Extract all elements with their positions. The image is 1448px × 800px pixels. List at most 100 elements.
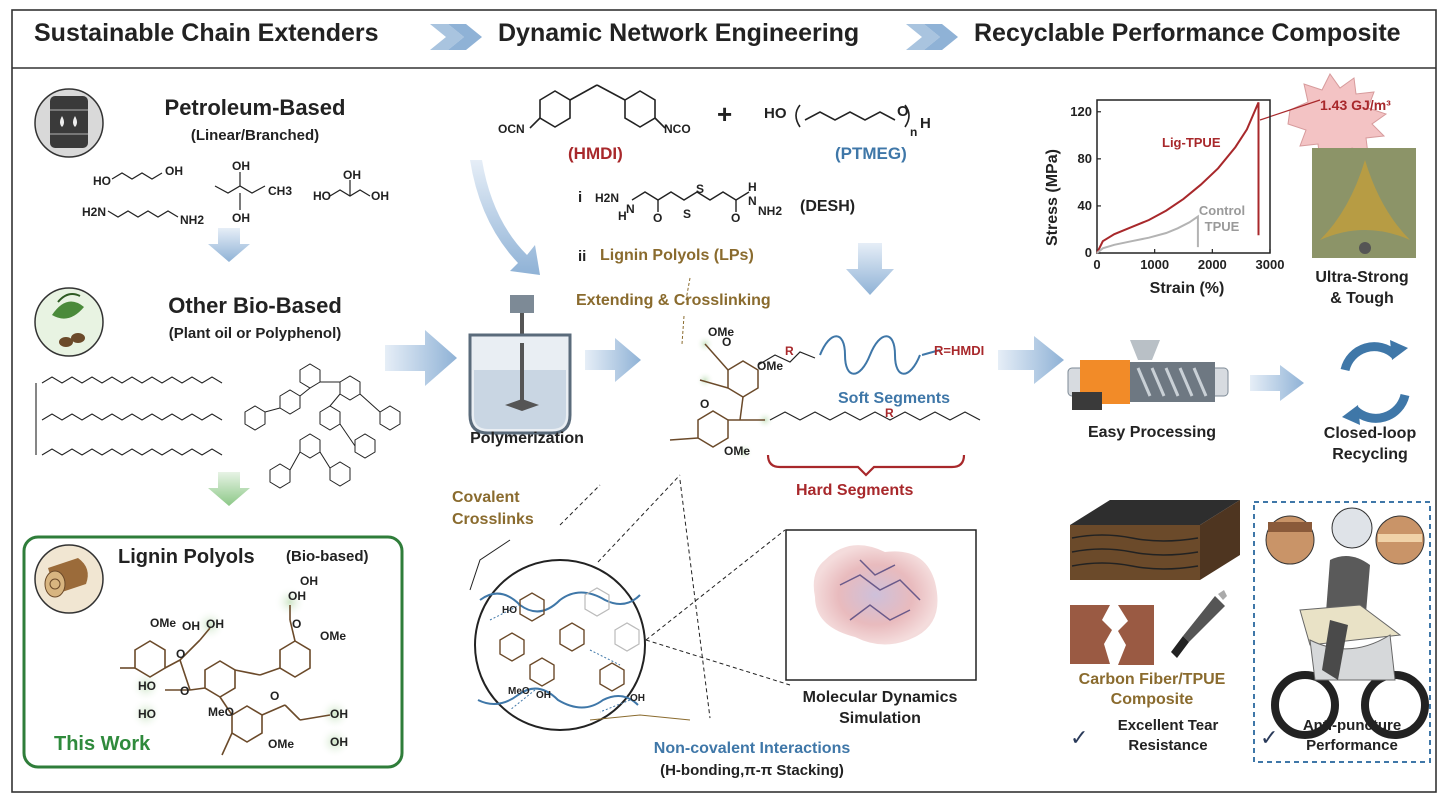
chem-label: OH bbox=[371, 189, 389, 203]
oil-barrel-icon bbox=[34, 88, 104, 158]
x-tick-label: 0 bbox=[1093, 257, 1100, 272]
md-molecule-bonds bbox=[839, 559, 921, 621]
extending-label: Extending & Crosslinking bbox=[576, 292, 771, 309]
series-line-lig-tpue bbox=[1096, 102, 1260, 254]
torn-sample-icon bbox=[1070, 605, 1154, 665]
dashed-arrow-1 bbox=[685, 277, 691, 301]
y-tick-label: 120 bbox=[1070, 104, 1092, 119]
chem-label: OH bbox=[206, 617, 224, 631]
chem-label: S bbox=[696, 182, 705, 196]
header-chevron-1 bbox=[430, 24, 482, 50]
arrow-down-1 bbox=[208, 228, 250, 262]
easy-processing-label: Easy Processing bbox=[1087, 424, 1217, 441]
arrow-down-soft bbox=[846, 243, 894, 295]
arrow-curved-down bbox=[470, 160, 540, 275]
energy-badge bbox=[1287, 73, 1388, 165]
hmdi-structure bbox=[529, 84, 666, 129]
chem-label: n bbox=[910, 125, 918, 139]
chem-label: OMe bbox=[150, 616, 177, 630]
chem-label: R bbox=[785, 344, 794, 358]
md-simulation-label: Molecular Dynamics Simulation bbox=[802, 689, 958, 727]
stretched-film-photo bbox=[1312, 148, 1416, 258]
chem-label: H bbox=[748, 180, 757, 194]
chem-label: OH bbox=[630, 693, 645, 704]
chem-label: OH bbox=[232, 159, 250, 173]
plant-leaf-icon bbox=[34, 287, 104, 357]
chart-xlabel: Strain (%) bbox=[1149, 280, 1225, 297]
this-work-label: This Work bbox=[54, 733, 151, 755]
composite-label: Carbon Fiber/TPUE Composite bbox=[1078, 671, 1226, 708]
chem-label: HO bbox=[313, 189, 331, 203]
chem-label: OH bbox=[232, 211, 250, 225]
soft-segments-label: Soft Segments bbox=[838, 390, 951, 407]
x-tick-label: 3000 bbox=[1256, 257, 1285, 272]
chem-label: OH bbox=[330, 735, 348, 749]
chem-label: CH3 bbox=[268, 184, 293, 198]
chem-label: O bbox=[731, 211, 741, 225]
wood-log-icon bbox=[34, 544, 104, 614]
ptmeg-structure bbox=[795, 104, 910, 128]
lignin-structure bbox=[120, 586, 351, 758]
motorcycle-rider-illustration bbox=[1265, 507, 1429, 739]
covalent-crosslinks-label: Covalent Crosslinks bbox=[452, 489, 534, 528]
biobased-subtitle: (Plant oil or Polyphenol) bbox=[168, 325, 342, 342]
zoom-line-2 bbox=[597, 474, 681, 563]
chem-label: OMe bbox=[708, 325, 735, 339]
noncovalent-sub-label: (H-bonding,π-π Stacking) bbox=[660, 762, 844, 779]
outer-frame bbox=[11, 9, 1437, 793]
header-step-3: Recyclable Performance Composite bbox=[974, 19, 1401, 47]
petroleum-title: Petroleum-Based bbox=[164, 95, 346, 120]
polyphenol-molecule bbox=[244, 363, 401, 489]
chem-label: OMe bbox=[724, 444, 751, 458]
step-ii-label: ii bbox=[578, 248, 587, 265]
noncovalent-pointer bbox=[589, 714, 691, 721]
chem-label: OH bbox=[300, 574, 318, 588]
arrow-to-recycling bbox=[1250, 365, 1304, 401]
lignin-title: Lignin Polyols bbox=[118, 546, 255, 568]
petroleum-molecules bbox=[107, 172, 371, 218]
chem-label: NCO bbox=[664, 122, 691, 136]
chem-label: H2N bbox=[595, 191, 620, 205]
chem-label: S bbox=[683, 207, 692, 221]
chem-label: H bbox=[920, 115, 931, 132]
chem-label: O bbox=[653, 211, 663, 225]
chem-label: H2N bbox=[82, 205, 107, 219]
chem-label: R bbox=[885, 406, 894, 420]
zoom-network-circle bbox=[474, 559, 646, 731]
chem-label: HO bbox=[138, 707, 156, 721]
covalent-pointer bbox=[469, 539, 511, 591]
check-icon: ✓ bbox=[1260, 725, 1279, 750]
hard-segments-label: Hard Segments bbox=[796, 482, 914, 499]
zoom-line-5 bbox=[645, 639, 791, 686]
dashed-arrow-2 bbox=[681, 315, 685, 345]
chem-label: O bbox=[176, 647, 186, 661]
chem-label: NH2 bbox=[758, 204, 783, 218]
ultra-strong-label: Ultra-Strong & Tough bbox=[1315, 269, 1409, 307]
chem-label: OH bbox=[536, 690, 551, 701]
plus-sign: + bbox=[717, 99, 733, 129]
y-tick-label: 80 bbox=[1078, 151, 1092, 166]
closed-loop-label: Closed-loop Recycling bbox=[1323, 425, 1417, 463]
biobased-title: Other Bio-Based bbox=[168, 293, 342, 318]
r-hmdi-label: R=HMDI bbox=[934, 343, 985, 358]
arrow-to-polymerization bbox=[385, 330, 457, 386]
chem-label: O bbox=[700, 397, 710, 411]
chem-label: OH bbox=[182, 619, 200, 633]
chem-label: HO bbox=[502, 605, 517, 616]
chem-label: OH bbox=[288, 589, 306, 603]
lig-tpue-label: Lig-TPUE bbox=[1162, 135, 1221, 150]
energy-badge-value: 1.43 GJ/m³ bbox=[1320, 97, 1391, 113]
chem-label: OCN bbox=[498, 122, 525, 136]
chem-label: O bbox=[180, 684, 190, 698]
header-step-1: Sustainable Chain Extenders bbox=[34, 19, 379, 47]
x-tick-label: 2000 bbox=[1198, 257, 1227, 272]
lignin-tag: (Bio-based) bbox=[286, 548, 369, 565]
motorcycle-box bbox=[1253, 501, 1431, 763]
plant-oil-molecule bbox=[35, 376, 223, 456]
chem-label: MeO bbox=[208, 705, 235, 719]
polymerization-label: Polymerization bbox=[470, 430, 584, 447]
chem-label: O bbox=[897, 103, 909, 120]
lignin-polyols-label: Lignin Polyols (LPs) bbox=[600, 247, 754, 264]
